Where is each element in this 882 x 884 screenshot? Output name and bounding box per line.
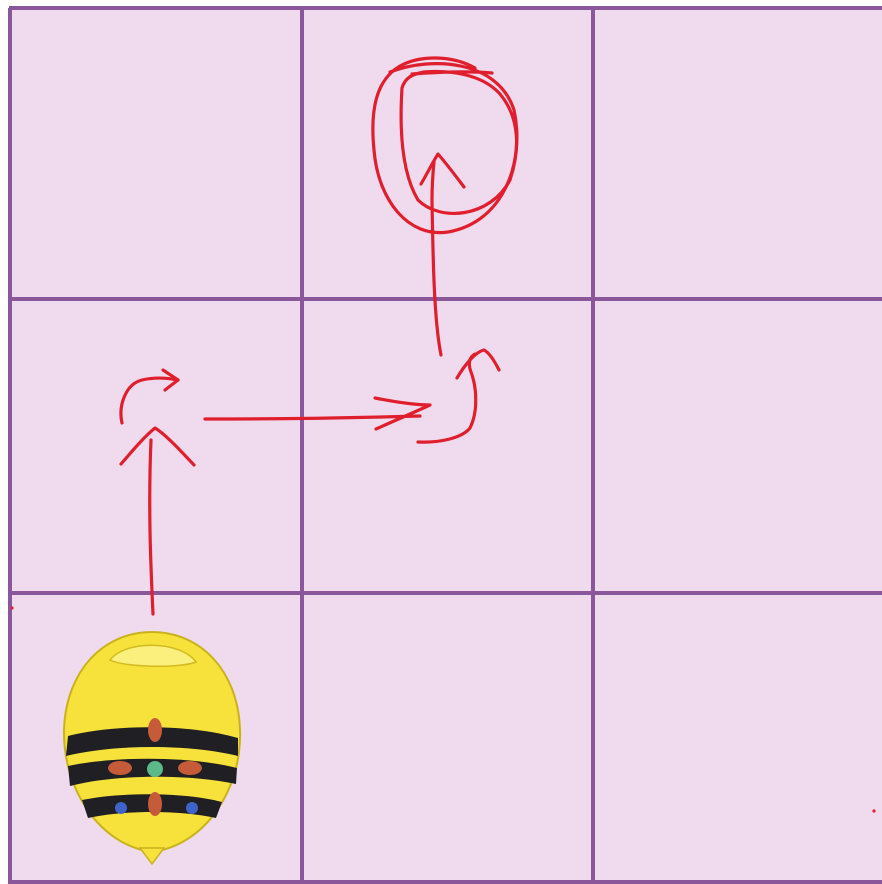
stray-dot-right: [872, 809, 875, 812]
forward-button: [148, 718, 162, 742]
left-button: [108, 761, 132, 775]
stray-dot-left: [10, 606, 13, 609]
clear-button: [115, 802, 127, 814]
go-button: [147, 761, 163, 777]
pause-button: [186, 802, 198, 814]
backward-button: [148, 792, 162, 816]
right-button: [178, 761, 202, 775]
